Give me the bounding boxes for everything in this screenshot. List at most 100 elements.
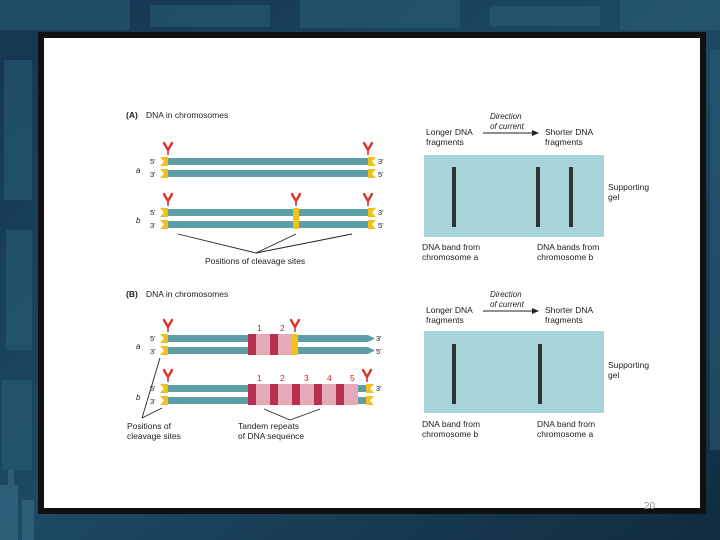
internal-cleavage-site [293,208,299,229]
strand-end-label: 3' [378,208,384,217]
restriction-enzyme-icon [162,192,174,208]
supporting-gel-label: Supporting [608,360,649,370]
panel-a-chromosome-b: b 5' 3' 3' 5' [136,192,384,230]
dna-strand-top [168,158,368,165]
cleavage-site-end [368,157,376,166]
band-right-label: chromosome b [537,252,593,262]
panel-a-tag: (A) [126,110,138,120]
page-number: 20 [644,501,656,512]
shorter-fragments-label: fragments [545,315,583,325]
strand-end-label: 3' [378,157,384,166]
cleavage-pointer-lines [177,233,353,254]
band-right-label: DNA bands from [537,242,599,252]
cleavage-site-end [160,334,168,343]
direction-label: Direction [490,112,522,121]
band-right-label: DNA band from [537,419,595,429]
dna-band [569,167,573,227]
strand-end-label: 5' [150,384,156,393]
band-left-label: chromosome a [422,252,478,262]
repeat-number: 2 [280,373,285,383]
strand-end-label: 5' [378,170,384,179]
supporting-gel-label: Supporting [608,182,649,192]
chromosome-label: b [136,216,141,225]
cleavage-sites-label: cleavage sites [127,431,181,441]
dna-strand-bottom [168,170,368,177]
panel-a-chromosome-a: a 5' 3' 3' 5' [136,141,384,179]
direction-label: Direction [490,290,522,299]
shorter-fragments-label: Shorter DNA [545,127,594,137]
dna-band [538,344,542,404]
panel-b: (B) DNA in chromosomes a 5' 3' 1 2 3 [126,289,649,441]
supporting-gel-label: gel [608,192,619,202]
dna-strand-bottom [168,221,368,228]
repeat-number: 5 [350,373,355,383]
cleavage-site-end [368,220,376,229]
band-left-label: DNA band from [422,419,480,429]
longer-fragments-label: fragments [426,315,464,325]
repeat-number: 2 [280,323,285,333]
shorter-fragments-label: fragments [545,137,583,147]
direction-label: of current [490,122,525,131]
cleavage-sites-label: Positions of cleavage sites [205,256,305,266]
repeat-number: 1 [257,323,262,333]
slide-content-area [44,38,700,508]
tandem-repeats-label: of DNA sequence [238,431,304,441]
restriction-enzyme-icon [162,368,174,384]
restriction-enzyme-icon [362,141,374,157]
cleavage-site-end [160,220,168,229]
supporting-gel [424,155,604,237]
cleavage-site-end [366,396,374,405]
supporting-gel-label: gel [608,370,619,380]
cleavage-site-end [368,208,376,217]
panel-b-chromosome-a: a 5' 3' 1 2 3' 5' [136,318,382,356]
panel-b-title: DNA in chromosomes [146,289,228,299]
band-left-label: DNA band from [422,242,480,252]
dna-band [452,167,456,227]
longer-fragments-label: fragments [426,137,464,147]
cleavage-sites-label: Positions of [127,421,172,431]
restriction-enzyme-icon [162,318,174,334]
tandem-repeats [248,384,358,405]
repeat-number: 3 [304,373,309,383]
strand-end-label: 3' [150,170,156,179]
chromosome-label: b [136,393,141,402]
pointer-lines [141,357,321,421]
cleavage-site-end [368,169,376,178]
chromosome-label: a [136,166,141,175]
strand-end-label: 5' [150,208,156,217]
dna-band [536,167,540,227]
direction-label: of current [490,300,525,309]
strand-tip [368,347,375,354]
panel-b-tag: (B) [126,289,138,299]
cleavage-site-end [160,208,168,217]
shorter-fragments-label: Shorter DNA [545,305,594,315]
restriction-enzyme-icon [162,141,174,157]
band-right-label: chromosome a [537,429,593,439]
restriction-enzyme-icon [361,368,373,384]
tandem-repeats-label: Tandem repeats [238,421,299,431]
panel-b-chromosome-b: b 5' 3' 1 2 [136,368,382,406]
supporting-gel [424,331,604,413]
tandem-repeats [248,334,292,355]
restriction-enzyme-icon [362,192,374,208]
cleavage-site-end [160,169,168,178]
arrow-head-icon [532,130,539,136]
cleavage-site-end [366,384,374,393]
chromosome-label: a [136,342,141,351]
strand-end-label: 5' [378,221,384,230]
panel-a: (A) DNA in chromosomes a 5' 3' 3' 5' b 5… [126,110,649,266]
strand-end-label: 3' [150,397,156,406]
dna-band [452,344,456,404]
cleavage-site-end [160,384,168,393]
restriction-enzyme-icon [289,318,301,334]
repeat-number: 4 [327,373,332,383]
dna-strand-top [168,209,368,216]
strand-end-label: 3' [376,384,382,393]
strand-end-label: 5' [376,347,382,356]
strand-end-label: 5' [150,334,156,343]
strand-end-label: 3' [376,334,382,343]
restriction-enzyme-icon [290,192,302,208]
strand-end-label: 3' [150,347,156,356]
internal-cleavage-site [292,334,298,355]
